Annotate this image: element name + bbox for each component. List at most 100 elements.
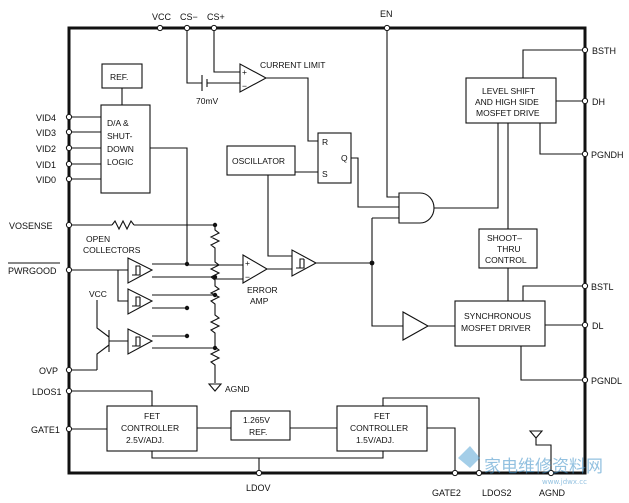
- pin-label-pgndh: PGNDH: [591, 150, 624, 160]
- watermark: 家电维修资料网 www.jdwx.cc: [458, 446, 603, 486]
- junction-ladder-1: [212, 274, 218, 280]
- label-current-limit: CURRENT LIMIT: [260, 60, 326, 70]
- pin-label-en: EN: [380, 9, 393, 19]
- pin-label-vid2: VID2: [36, 144, 56, 154]
- wire-bstl: [522, 285, 585, 301]
- dac-line-2: SHUT-: [107, 131, 133, 141]
- ff-q: Q: [341, 153, 348, 163]
- watermark-logo-icon: [458, 446, 480, 468]
- wire-gate2: [427, 427, 456, 473]
- level-shift-line-2: AND HIGH SIDE: [475, 97, 539, 107]
- fet-controller-1: [106, 405, 198, 452]
- pin-agnd: [547, 469, 555, 477]
- pin-vcc: [156, 24, 164, 32]
- pin-label-dl: DL: [592, 321, 604, 331]
- vcc-inner-label: VCC: [89, 289, 107, 299]
- sync-driver-block: [454, 300, 546, 347]
- pin-label-ovp: OVP: [39, 366, 58, 376]
- agnd-inner-label: AGND: [225, 384, 250, 394]
- pin-ovp: [65, 366, 73, 374]
- wire-ldos2: [382, 397, 480, 473]
- pin-vid4: [65, 113, 73, 121]
- cl-minus: −: [242, 81, 247, 91]
- pin-label-cs-minus: CS−: [180, 12, 198, 22]
- fet1-line-3: 2.5V/ADJ.: [126, 435, 164, 445]
- watermark-url: www.jdwx.cc: [542, 478, 587, 486]
- junction-dac-2: [184, 305, 190, 311]
- wire-pgndl: [520, 346, 585, 381]
- shoot-thru-line-1: SHOOT–: [487, 233, 522, 243]
- dac-block: [100, 104, 151, 194]
- wire-ff-q-out: [351, 157, 399, 208]
- junction-dac-3: [184, 333, 190, 339]
- pin-vid3: [65, 128, 73, 136]
- ff-r: R: [322, 137, 328, 147]
- pin-pgndh: [581, 150, 589, 158]
- fet2-line-1: FET: [374, 411, 390, 421]
- sync-driver-line-2: MOSFET DRIVER: [461, 323, 531, 333]
- wire-en: [386, 31, 399, 198]
- pin-dh: [581, 97, 589, 105]
- current-limit-comparator: [239, 63, 268, 93]
- pin-label-vid4: VID4: [36, 113, 56, 123]
- ea-plus: +: [245, 258, 250, 268]
- fet1-line-2: CONTROLLER: [121, 423, 179, 433]
- fet2-line-2: CONTROLLER: [350, 423, 408, 433]
- pin-label-pgndl: PGNDL: [591, 376, 622, 386]
- ref1265-line-1: 1.265V: [243, 415, 270, 425]
- ref-1265-block: [230, 410, 291, 441]
- pin-cs-minus: [183, 24, 191, 32]
- wire-pwm-to-and: [371, 218, 403, 327]
- wire-pg-collect: [117, 270, 128, 302]
- oscillator-block: [226, 145, 296, 176]
- open-collectors-line-2: COLLECTORS: [83, 245, 141, 255]
- pin-label-vid3: VID3: [36, 128, 56, 138]
- pin-label-cs-plus: CS+: [207, 12, 225, 22]
- fet2-line-3: 1.5V/ADJ.: [356, 435, 394, 445]
- pin-label-bstl: BSTL: [591, 282, 614, 292]
- oscillator-label: OSCILLATOR: [232, 156, 285, 166]
- shoot-thru-line-2: THRU: [497, 244, 521, 254]
- junction-dac-1: [184, 261, 190, 267]
- sync-buffer: [402, 311, 430, 341]
- pin-pgndl: [581, 376, 589, 384]
- wire-cs-minus: [186, 31, 202, 84]
- ref-label: REF.: [110, 72, 128, 82]
- wire-ldos1: [72, 390, 153, 406]
- pin-dl: [581, 321, 589, 329]
- ref-block: [101, 63, 143, 89]
- pin-ldos1: [65, 387, 73, 395]
- resistor-vosense: [111, 219, 135, 231]
- hyst-3: [132, 336, 141, 347]
- hyst-2: [132, 296, 141, 307]
- dac-line-1: D/A &: [107, 118, 129, 128]
- pin-label-ldov: LDOV: [246, 483, 271, 493]
- pin-gate1: [65, 425, 73, 433]
- level-shift-line-3: MOSFET DRIVE: [476, 108, 540, 118]
- fet1-line-1: FET: [144, 411, 160, 421]
- hyst-1: [132, 265, 141, 276]
- pin-pwrgood: [65, 266, 73, 274]
- junction-ladder-3: [212, 345, 218, 351]
- wire-osc-down: [267, 175, 292, 257]
- pin-label-gate2: GATE2: [432, 488, 461, 498]
- junction-vosense: [212, 222, 218, 228]
- pin-vid0: [65, 175, 73, 183]
- wire-ldov-bus: [151, 451, 384, 459]
- pin-vosense: [65, 221, 73, 229]
- resistor-ladder: [209, 225, 221, 383]
- ea-minus: −: [245, 272, 250, 282]
- chip-outline: [67, 26, 587, 475]
- pin-bstl: [581, 282, 589, 290]
- pin-label-bsth: BSTH: [592, 46, 616, 56]
- transistor-emitter: [96, 344, 110, 370]
- junction-pwm: [369, 260, 375, 266]
- label-70mv: 70mV: [196, 96, 219, 106]
- pin-label-vid0: VID0: [36, 175, 56, 185]
- pin-label-ldos1: LDOS1: [32, 387, 62, 397]
- open-collectors-line-1: OPEN: [86, 234, 110, 244]
- pin-label-vid1: VID1: [36, 160, 56, 170]
- ref1265-line-2: REF.: [249, 427, 267, 437]
